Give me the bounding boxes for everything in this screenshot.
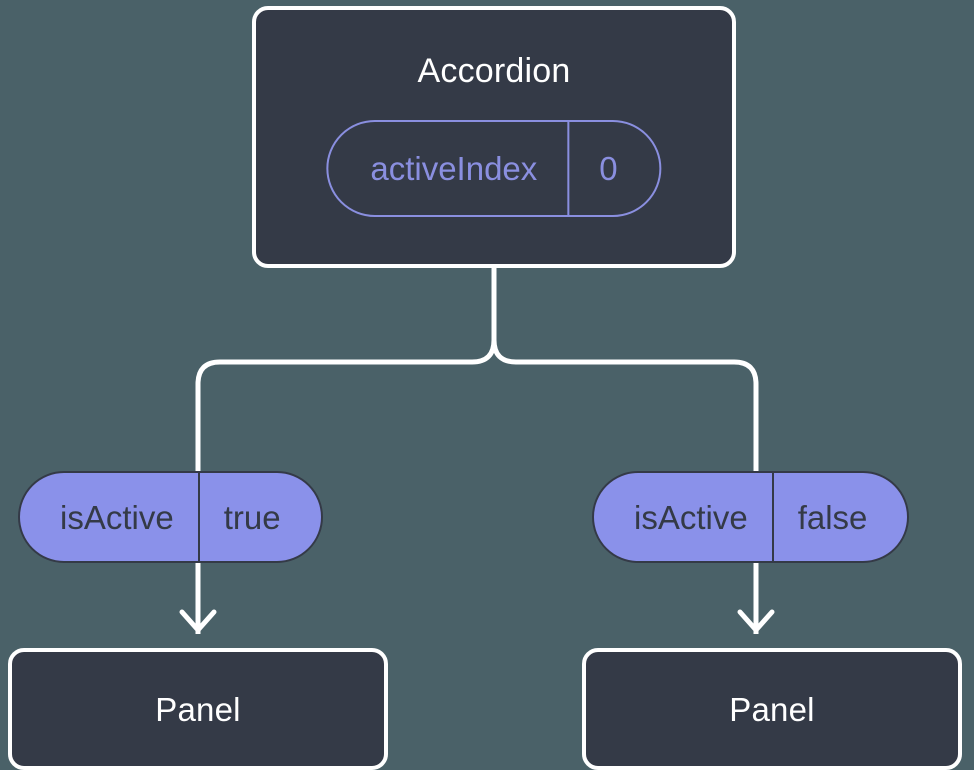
connector-branch-left <box>195 337 497 474</box>
accordion-node[interactable]: Accordion activeIndex 0 <box>252 6 736 268</box>
panel-node-left[interactable]: Panel <box>8 648 388 770</box>
state-pill-value: 0 <box>567 122 659 215</box>
prop-pill-right-key: isActive <box>634 498 748 536</box>
prop-pill-left[interactable]: isActive true <box>18 471 323 563</box>
arrow-left-head <box>179 609 217 634</box>
arrow-right-head <box>737 609 775 634</box>
accordion-title: Accordion <box>417 52 571 90</box>
prop-pill-left-value: true <box>197 473 321 561</box>
state-pill-key: activeIndex <box>370 150 538 187</box>
prop-pill-right[interactable]: isActive false <box>592 471 910 563</box>
panel-node-right[interactable]: Panel <box>582 648 962 770</box>
prop-pill-right-value: false <box>771 473 908 561</box>
state-pill-active-index[interactable]: activeIndex 0 <box>326 120 662 217</box>
panel-right-title: Panel <box>729 690 815 728</box>
panel-left-title: Panel <box>155 690 241 728</box>
connector-branch-right <box>491 337 759 474</box>
prop-pill-left-key: isActive <box>60 498 174 536</box>
